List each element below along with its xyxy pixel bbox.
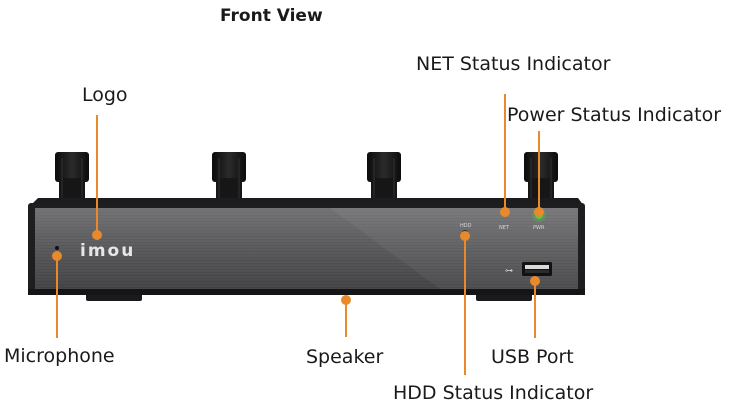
callout-net-status-indicator: NET Status Indicator <box>416 53 611 75</box>
leader-dots <box>52 207 544 305</box>
net-led-label: NET <box>499 225 510 231</box>
pwr-led-label: PWR <box>533 225 545 231</box>
diagram-title: Front View <box>220 6 323 26</box>
callout-hdd-status-indicator: HDD Status Indicator <box>393 382 594 404</box>
antenna-4 <box>524 152 558 200</box>
callout-usb-port: USB Port <box>491 346 574 368</box>
callout-speaker: Speaker <box>306 346 384 368</box>
antenna-1 <box>55 152 89 200</box>
leader-lines <box>56 94 540 375</box>
callout-microphone: Microphone <box>4 345 115 367</box>
callout-logo: Logo <box>82 84 128 106</box>
logo-text: imou <box>80 241 135 261</box>
usb-symbol: ⊶ <box>505 266 513 275</box>
usb-port <box>522 262 552 276</box>
antenna-2 <box>212 152 246 200</box>
microphone-hole <box>55 246 59 250</box>
antenna-3 <box>367 152 401 200</box>
hdd-led-label: HDD <box>460 223 472 229</box>
callout-power-status-indicator: Power Status Indicator <box>507 104 722 126</box>
